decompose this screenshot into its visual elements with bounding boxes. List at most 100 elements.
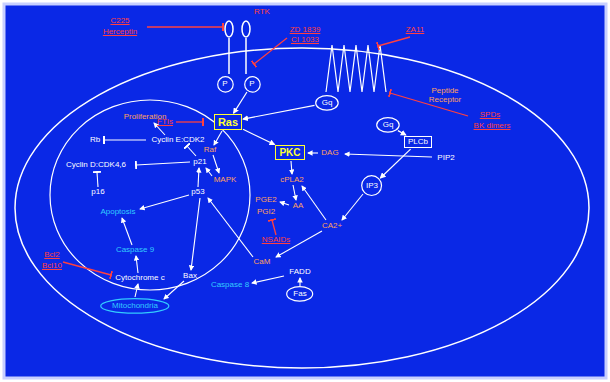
circle-shape [217, 76, 232, 91]
arrow [136, 256, 138, 273]
inhibition-line [147, 26, 223, 27]
molecule-label: Peptide Receptor [422, 86, 468, 104]
g-protein-oval: Gq [315, 95, 339, 111]
node-text: Gq [322, 99, 333, 108]
cell-membrane [15, 48, 589, 368]
inhibition-line [176, 121, 203, 122]
molecule-label: MAPK [214, 175, 237, 184]
arrow [213, 155, 219, 173]
receptor-head [225, 21, 233, 37]
signal-connector [234, 92, 247, 113]
inhibition-line [272, 220, 276, 235]
drug-label: SPDs [480, 110, 500, 119]
signal-connector [380, 149, 410, 178]
molecule-label: Bax [183, 271, 197, 280]
inhibition-line [63, 262, 111, 275]
molecule-label: Raf [204, 145, 216, 154]
arrow [302, 186, 326, 220]
arrow [252, 276, 284, 283]
arrow [345, 154, 432, 157]
receptor-stem [228, 38, 230, 74]
arrow [191, 198, 200, 270]
signal-connector [243, 129, 275, 144]
molecule-label: Proliferation [124, 112, 167, 121]
arrow [208, 198, 253, 257]
arrow [214, 131, 222, 145]
node-text: Ras [218, 116, 238, 128]
node-text: PKC [279, 147, 300, 158]
rtk-receptor [225, 21, 250, 74]
drug-label: NSAIDs [262, 235, 290, 244]
circle-shape [362, 176, 382, 196]
molecule-label: cPLA2 [280, 175, 304, 184]
molecule-label: CA2+ [322, 221, 342, 230]
molecule-label: Caspase 9 [116, 245, 154, 254]
drug-label: Bcl2 [44, 250, 60, 259]
signal-connector [398, 131, 406, 135]
peptide-receptor-symbol [326, 45, 386, 92]
arrow [206, 168, 212, 176]
circle-shape [244, 76, 259, 91]
organelle-oval: Mitochondria [100, 298, 170, 314]
arrow [291, 161, 292, 174]
inhibition-line [378, 37, 410, 46]
molecule-label: FADD [289, 267, 310, 276]
molecule-label: Caspase 8 [211, 280, 249, 289]
inhibition-line [254, 38, 287, 64]
drug-label: CI 1033 [291, 35, 319, 44]
molecule-label: Cyclin D:CDK4,6 [66, 160, 126, 169]
ellipse-shape [377, 118, 399, 132]
g-protein-oval: Gq [376, 117, 400, 133]
molecule-label: DAG [321, 148, 338, 157]
phospho-circle: P [244, 76, 261, 93]
arrow [140, 195, 189, 209]
node-text: P [249, 80, 254, 89]
enzyme-box: PLCb [404, 136, 432, 149]
ellipse-shape [101, 299, 169, 313]
molecule-label: PIP2 [437, 153, 454, 162]
drug-label: ZA11 [406, 25, 425, 34]
molecule-label: p53 [191, 187, 204, 196]
molecule-label: PGE2 [255, 195, 276, 204]
molecule-label: Rb [90, 135, 100, 144]
molecule-label: AA [293, 201, 304, 210]
molecule-label: CaM [254, 257, 271, 266]
ellipse-shape [316, 96, 338, 110]
arrow [198, 168, 199, 187]
molecule-label: Apoptosis [100, 207, 135, 216]
receptor-head [242, 21, 250, 37]
signal-connector [243, 105, 314, 119]
arrow [308, 152, 318, 153]
molecule-label: Cytochrome c [115, 273, 164, 282]
inhibition-line [187, 146, 196, 156]
inhibition-line [104, 139, 146, 140]
arrow [299, 278, 300, 286]
molecule-label: p21 [193, 157, 206, 166]
inhibition-line [97, 172, 98, 187]
ellipse-shape [287, 287, 313, 301]
node-text: IP3 [366, 182, 378, 191]
receptor-stem [245, 38, 247, 74]
messenger-circle: IP3 [361, 175, 382, 196]
drug-label: ZD 1839 [290, 25, 321, 34]
arrow [293, 185, 296, 200]
molecule-label: PGI2 [257, 207, 275, 216]
drug-label: RTK [254, 7, 270, 16]
drug-label: BK dimers [474, 121, 511, 130]
signal-arrows [122, 123, 432, 299]
arrow [164, 281, 184, 299]
receptor-oval: Fas [286, 286, 313, 302]
drug-label: Bcl10 [42, 261, 62, 270]
node-text: Mitochondria [112, 302, 158, 311]
ras-box: Ras [214, 114, 242, 130]
arrow [280, 202, 289, 205]
arrow [342, 194, 363, 220]
node-text: Gq [383, 121, 394, 130]
drug-label: C225 [110, 16, 129, 25]
molecule-label: Cyclin E:CDK2 [152, 135, 205, 144]
nucleus [50, 100, 250, 290]
arrow [135, 284, 138, 297]
node-text: Fas [293, 290, 306, 299]
